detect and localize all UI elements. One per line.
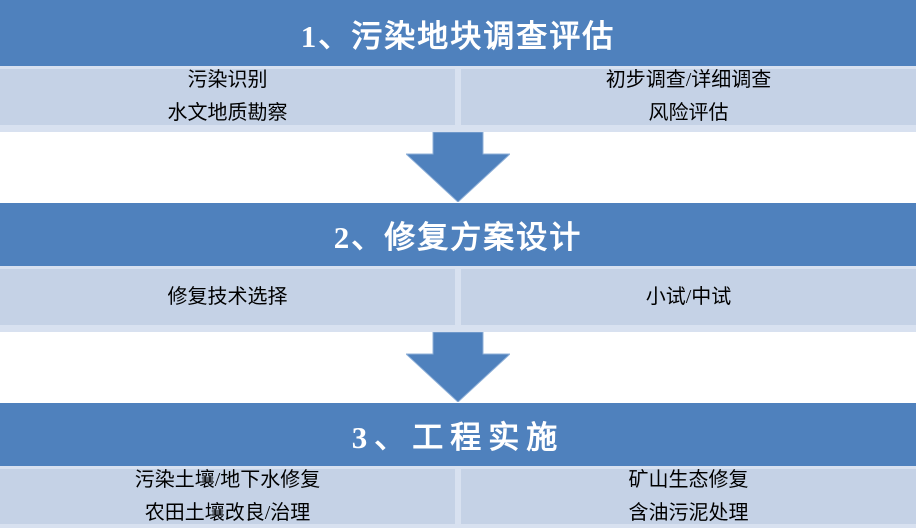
stage-2-details: 修复技术选择 小试/中试 bbox=[0, 269, 916, 325]
down-arrow-icon bbox=[406, 132, 510, 202]
stage-1-left-item-1: 污染识别 bbox=[187, 69, 268, 91]
stage-1-details: 污染识别 水文地质勘察 初步调查/详细调查 风险评估 bbox=[0, 69, 916, 125]
stage-3-title: 3、工程实施 bbox=[351, 420, 565, 455]
column-divider bbox=[455, 269, 461, 325]
stage-2-right-cell: 小试/中试 bbox=[461, 269, 916, 325]
stage-1-right-cell: 初步调查/详细调查 风险评估 bbox=[461, 69, 916, 125]
row-divider bbox=[0, 66, 916, 69]
stage-3-left-item-1: 污染土壤/地下水修复 bbox=[134, 468, 321, 491]
stage-1-left-item-2: 水文地质勘察 bbox=[167, 102, 288, 124]
stage-3-left-cell: 污染土壤/地下水修复 农田土壤改良/治理 bbox=[0, 469, 455, 524]
column-divider bbox=[455, 69, 461, 125]
stage-3-right-cell: 矿山生态修复 含油污泥处理 bbox=[461, 469, 916, 524]
stage-3-details: 污染土壤/地下水修复 农田土壤改良/治理 矿山生态修复 含油污泥处理 bbox=[0, 469, 916, 524]
column-divider bbox=[455, 469, 461, 524]
stage-2-left-item-1: 修复技术选择 bbox=[167, 285, 288, 308]
stage-3-header: 3、工程实施 bbox=[0, 403, 916, 466]
row-divider bbox=[0, 524, 916, 528]
stage-1-right-item-2: 风险评估 bbox=[648, 102, 729, 124]
stage-2-title: 2、修复方案设计 bbox=[333, 220, 583, 255]
row-divider bbox=[0, 466, 916, 469]
stage-2-header: 2、修复方案设计 bbox=[0, 203, 916, 266]
stage-1-left-cell: 污染识别 水文地质勘察 bbox=[0, 69, 455, 125]
stage-1-title: 1、污染地块调查评估 bbox=[300, 18, 616, 54]
row-divider bbox=[0, 266, 916, 269]
stage-3-right-item-1: 矿山生态修复 bbox=[628, 468, 749, 491]
stage-1-right-item-1: 初步调查/详细调查 bbox=[605, 69, 772, 91]
stage-3-right-item-2: 含油污泥处理 bbox=[628, 501, 749, 524]
stage-3-left-item-2: 农田土壤改良/治理 bbox=[144, 501, 311, 524]
stage-1-header: 1、污染地块调查评估 bbox=[0, 0, 916, 66]
row-divider bbox=[0, 125, 916, 132]
stage-2-left-cell: 修复技术选择 bbox=[0, 269, 455, 325]
down-arrow-icon bbox=[406, 332, 510, 402]
stage-2-right-item-1: 小试/中试 bbox=[645, 285, 732, 308]
row-divider bbox=[0, 325, 916, 332]
